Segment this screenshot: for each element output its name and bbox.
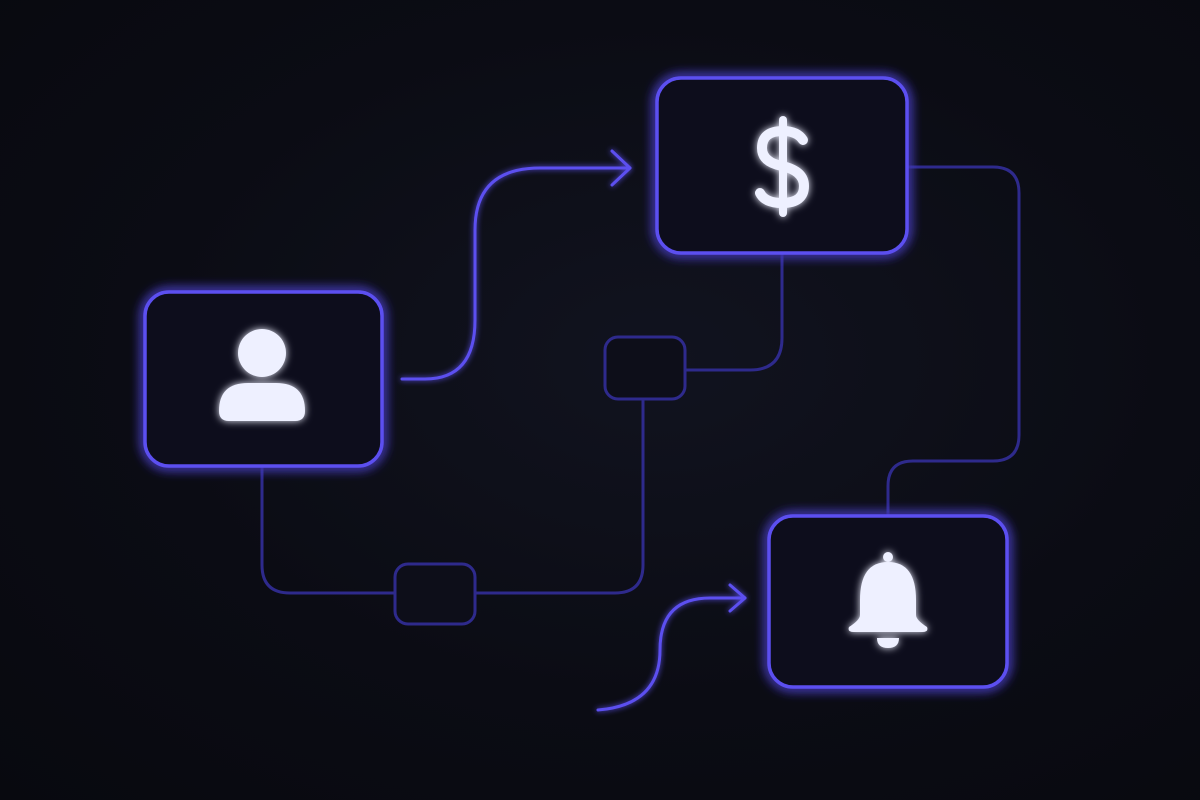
arrowhead-to-notification — [728, 583, 747, 613]
junction-upper — [603, 335, 687, 401]
node-user[interactable] — [143, 290, 384, 468]
connector-external-to-notification — [596, 596, 747, 712]
arrowhead-to-payment — [610, 149, 632, 187]
node-payment[interactable] — [655, 76, 909, 255]
connector-user-to-payment — [400, 166, 632, 381]
user-icon — [219, 329, 305, 421]
node-notification[interactable] — [767, 514, 1009, 689]
connector-user-to-junction-lower — [260, 464, 397, 595]
junction-lower — [393, 562, 477, 626]
dollar-icon — [755, 116, 809, 217]
connector-payment-to-notification — [886, 165, 1021, 518]
bell-icon — [848, 552, 928, 648]
connector-junction-upper-to-payment — [683, 252, 784, 372]
connector-junction-lower-to-upper — [473, 398, 645, 595]
